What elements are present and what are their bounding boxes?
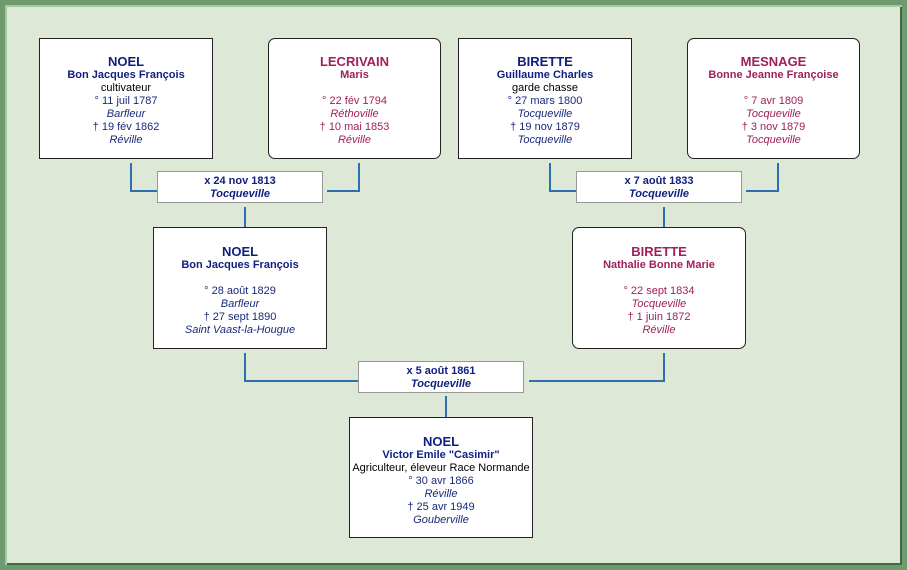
occupation: Agriculteur, éleveur Race Normande [352,462,530,474]
connector-line [549,163,551,192]
person-card-noel-father[interactable]: NOEL Bon Jacques François ° 28 août 1829… [153,227,327,349]
marriage-place: Tocqueville [628,188,690,200]
birth-date: ° 22 fév 1794 [322,95,387,107]
birth-place: Tocqueville [746,108,801,120]
person-card-lecrivain[interactable]: LECRIVAIN Maris ° 22 fév 1794 Réthoville… [268,38,441,159]
occupation [688,82,859,95]
occupation: garde chasse [511,82,579,94]
connector-line [445,396,447,423]
connector-line [777,163,779,192]
marriage-date: x 7 août 1833 [624,175,694,187]
birth-place: Tocqueville [517,108,573,120]
connector-line [327,190,360,192]
spacer [573,272,745,285]
person-card-birette-grandfather[interactable]: BIRETTE Guillaume Charles garde chasse °… [458,38,632,159]
connector-line [746,190,779,192]
death-place: Réville [109,134,143,146]
birth-place: Tocqueville [631,298,687,310]
surname: NOEL [221,244,259,259]
death-date: † 27 sept 1890 [203,311,277,323]
marriage-place: Tocqueville [209,188,271,200]
death-place: Saint Vaast-la-Hougue [184,324,296,336]
birth-place: Réthoville [330,108,379,120]
connector-line [130,190,163,192]
surname: NOEL [422,434,460,449]
death-place: Tocqueville [517,134,573,146]
surname: LECRIVAIN [319,54,390,69]
marriage-box-right[interactable]: x 7 août 1833 Tocqueville [576,171,742,203]
death-date: † 25 avr 1949 [407,501,475,513]
birth-date: ° 7 avr 1809 [743,95,804,107]
death-date: † 19 fév 1862 [92,121,160,133]
occupation: cultivateur [100,82,152,94]
death-place: Gouberville [413,514,469,526]
birth-place: Réville [424,488,458,500]
surname: MESNAGE [740,54,807,69]
connector-line [358,163,360,192]
person-card-noel-grandfather[interactable]: NOEL Bon Jacques François cultivateur ° … [39,38,213,159]
connector-line [663,207,665,233]
connector-line [244,353,246,382]
person-card-mesnage[interactable]: MESNAGE Bonne Jeanne Françoise ° 7 avr 1… [687,38,860,159]
surname: BIRETTE [631,244,687,259]
given-name: Maris [340,69,369,81]
given-name: Nathalie Bonne Marie [603,259,715,271]
surname: BIRETTE [517,54,573,69]
spacer [154,272,326,285]
marriage-date: x 24 nov 1813 [204,175,276,187]
given-name: Victor Emile "Casimir" [382,449,500,461]
person-card-subject[interactable]: NOEL Victor Emile "Casimir" Agriculteur,… [349,417,533,538]
occupation [269,82,440,95]
marriage-box-left[interactable]: x 24 nov 1813 Tocqueville [157,171,323,203]
connector-line [529,380,665,382]
birth-place: Barfleur [220,298,260,310]
birth-place: Barfleur [106,108,146,120]
birth-date: ° 30 avr 1866 [408,475,474,487]
connector-line [130,163,132,192]
given-name: Bon Jacques François [181,259,299,271]
birth-date: ° 28 août 1829 [204,285,276,297]
death-date: † 1 juin 1872 [627,311,691,323]
death-date: † 3 nov 1879 [741,121,806,133]
connector-line [244,207,246,233]
given-name: Guillaume Charles [496,69,594,81]
birth-date: ° 22 sept 1834 [623,285,695,297]
person-card-birette-mother[interactable]: BIRETTE Nathalie Bonne Marie ° 22 sept 1… [572,227,746,349]
connector-line [549,190,582,192]
death-place: Réville [642,324,676,336]
birth-date: ° 27 mars 1800 [507,95,583,107]
death-place: Réville [337,134,371,146]
given-name: Bonne Jeanne Françoise [708,69,839,81]
connector-line [663,353,665,382]
death-date: † 10 mai 1853 [319,121,390,133]
marriage-date: x 5 août 1861 [406,365,476,377]
marriage-box-parents[interactable]: x 5 août 1861 Tocqueville [358,361,524,393]
death-place: Tocqueville [746,134,801,146]
birth-date: ° 11 juil 1787 [94,95,158,107]
marriage-place: Tocqueville [410,378,472,390]
given-name: Bon Jacques François [67,69,185,81]
death-date: † 19 nov 1879 [510,121,580,133]
connector-line [244,380,364,382]
surname: NOEL [107,54,145,69]
